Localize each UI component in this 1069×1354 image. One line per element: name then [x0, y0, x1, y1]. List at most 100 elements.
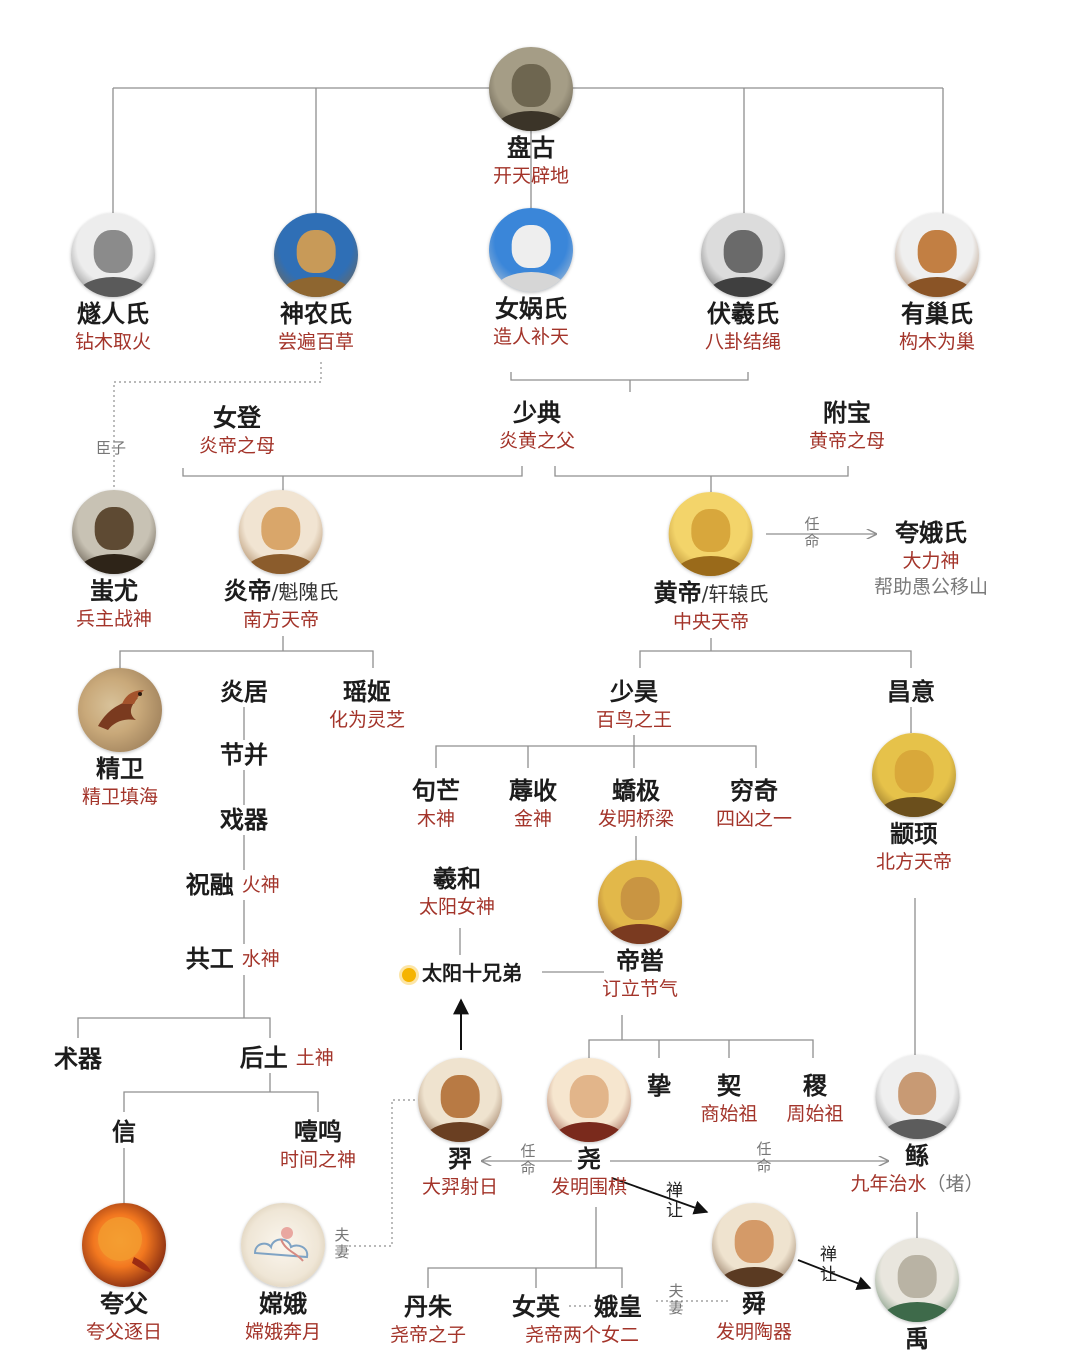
name-nvying: 女英 — [512, 1293, 560, 1321]
name-yandi-main: 炎帝 — [223, 577, 272, 605]
node-rushou: 蓐收 金神 — [509, 776, 557, 832]
node-ehuang: 娥皇 — [594, 1292, 642, 1322]
desc-jiaoji: 发明桥梁 — [597, 808, 675, 830]
name-yaoji: 瑶姬 — [342, 678, 391, 706]
line-shaodian-fubao — [554, 466, 849, 477]
name-yi: 羿 — [448, 1145, 472, 1173]
name-yandi: 炎帝/魁隗氏 — [224, 576, 339, 607]
name-yandi-alt: /魁隗氏 — [271, 580, 339, 604]
name-change: 嫦娥 — [259, 1290, 307, 1318]
name-ji: 稷 — [802, 1072, 827, 1100]
portrait-shun — [712, 1203, 796, 1287]
desc-chiyou: 兵主战神 — [75, 608, 152, 630]
name-xie: 契 — [716, 1072, 741, 1100]
line-yi-change-spouse — [336, 1099, 420, 1247]
name-nuwa: 女娲氏 — [495, 295, 567, 323]
portrait-kuafu — [82, 1203, 166, 1287]
node-yi: 羿 大羿射日 — [418, 1058, 502, 1200]
node-huangdi: 黄帝/轩辕氏 中央天帝 — [654, 492, 769, 635]
portrait-diku — [598, 860, 682, 944]
node-zhi: 挚 — [647, 1071, 671, 1101]
name-qiongqi: 穷奇 — [729, 777, 778, 805]
desc-pangu: 开天辟地 — [492, 165, 569, 187]
line-nuwa-fuxi-couple — [510, 372, 749, 381]
node-fubao: 附宝 黄帝之母 — [809, 398, 885, 454]
node-jingwei: 精卫 精卫填海 — [78, 668, 162, 810]
arrow-yao-shun — [611, 1177, 709, 1215]
desc-fuxi: 八卦结绳 — [704, 331, 781, 353]
desc-kuae-1: 大力神 — [902, 550, 960, 572]
node-youchao: 有巢氏 构木为巢 — [895, 213, 979, 355]
portrait-nuwa — [489, 208, 573, 292]
desc-xie: 商始祖 — [700, 1103, 758, 1125]
name-kuafu: 夸父 — [100, 1290, 148, 1318]
node-gun: 鲧 九年治水（堵） — [850, 1055, 984, 1197]
node-diku: 帝喾 订立节气 — [598, 860, 682, 1002]
name-xin: 信 — [112, 1118, 136, 1146]
line-yandi-children — [119, 650, 374, 668]
name-yao: 尧 — [577, 1145, 601, 1173]
desc-nuwa: 造人补天 — [492, 326, 569, 348]
desc-suiren: 钻木取火 — [74, 331, 151, 353]
portrait-pangu — [489, 47, 573, 131]
node-fuxi: 伏羲氏 八卦结绳 — [701, 213, 785, 355]
node-shennong: 神农氏 尝遍百草 — [274, 213, 358, 355]
node-gonggong: 共工水神 — [186, 944, 291, 974]
node-pangu: 盘古 开天辟地 — [489, 47, 573, 189]
name-huangdi-main: 黄帝 — [653, 579, 702, 607]
desc-ji: 周始祖 — [786, 1103, 844, 1125]
desc-gun-2: （堵） — [926, 1173, 984, 1195]
name-yanju: 炎居 — [220, 678, 268, 706]
cloud-icon — [253, 1227, 309, 1262]
name-danzhu: 丹朱 — [403, 1293, 452, 1321]
node-nuwa: 女娲氏 造人补天 — [489, 208, 573, 350]
name-jiaoji: 蟜极 — [611, 777, 660, 805]
desc-yao: 发明围棋 — [550, 1176, 627, 1198]
name-fubao: 附宝 — [822, 399, 871, 427]
desc-fubao: 黄帝之母 — [808, 430, 886, 452]
name-huangdi: 黄帝/轩辕氏 — [654, 578, 769, 609]
name-chiyou: 蚩尤 — [90, 577, 138, 605]
sun-icon — [402, 967, 416, 982]
node-zhurong: 祝融火神 — [186, 870, 291, 900]
arrow-shun-yu — [797, 1259, 872, 1291]
name-shuqi: 术器 — [54, 1045, 102, 1073]
name-xihe: 羲和 — [432, 865, 481, 893]
node-yandi: 炎帝/魁隗氏 南方天帝 — [224, 490, 339, 633]
node-yanju: 炎居 — [220, 677, 268, 707]
name-huangdi-alt: /轩辕氏 — [701, 582, 769, 606]
node-chiyou: 蚩尤 兵主战神 — [72, 490, 156, 632]
name-shaohao: 少昊 — [609, 678, 658, 706]
node-yu: 禹 — [875, 1238, 959, 1354]
line-huangdi-children — [639, 650, 912, 668]
node-yao: 尧 发明围棋 — [547, 1058, 631, 1200]
desc-yeming: 时间之神 — [279, 1149, 357, 1171]
node-yeming: 噎鸣 时间之神 — [280, 1117, 356, 1173]
name-houtu: 后土 — [239, 1044, 288, 1072]
portrait-chiyou — [72, 490, 156, 574]
line-houtu-children — [123, 1091, 319, 1112]
desc-goumang: 木神 — [416, 808, 455, 830]
node-changyi: 昌意 — [887, 677, 935, 707]
tag-appoint-gun: 任命 — [756, 1140, 772, 1175]
node-jiebing: 节并 — [220, 740, 268, 770]
desc-qiongqi: 四凶之一 — [715, 808, 793, 830]
name-kuae: 夸娥氏 — [894, 519, 967, 547]
name-jiebing: 节并 — [220, 741, 268, 769]
node-xie: 契 商始祖 — [700, 1071, 757, 1127]
node-kuae: 夸娥氏 大力神 帮助愚公移山 — [874, 518, 988, 600]
desc-shun: 发明陶器 — [715, 1321, 792, 1343]
desc-zhurong: 火神 — [241, 874, 280, 896]
name-shennong: 神农氏 — [280, 300, 352, 328]
tag-minister: 臣子 — [96, 439, 127, 457]
portrait-gun — [875, 1055, 959, 1139]
desc-huangdi: 中央天帝 — [672, 611, 749, 633]
desc-gun: 九年治水 — [850, 1173, 927, 1195]
tag-appoint-huangdi: 任命 — [804, 515, 820, 550]
desc-ehuang: 尧帝两个女二 — [524, 1324, 640, 1346]
tag-abdicate-yu: 禅让 — [820, 1245, 837, 1285]
portrait-jingwei — [78, 668, 162, 752]
portrait-zhuanxu — [872, 733, 956, 817]
tag-spouse-yi: 夫妻 — [334, 1226, 350, 1261]
